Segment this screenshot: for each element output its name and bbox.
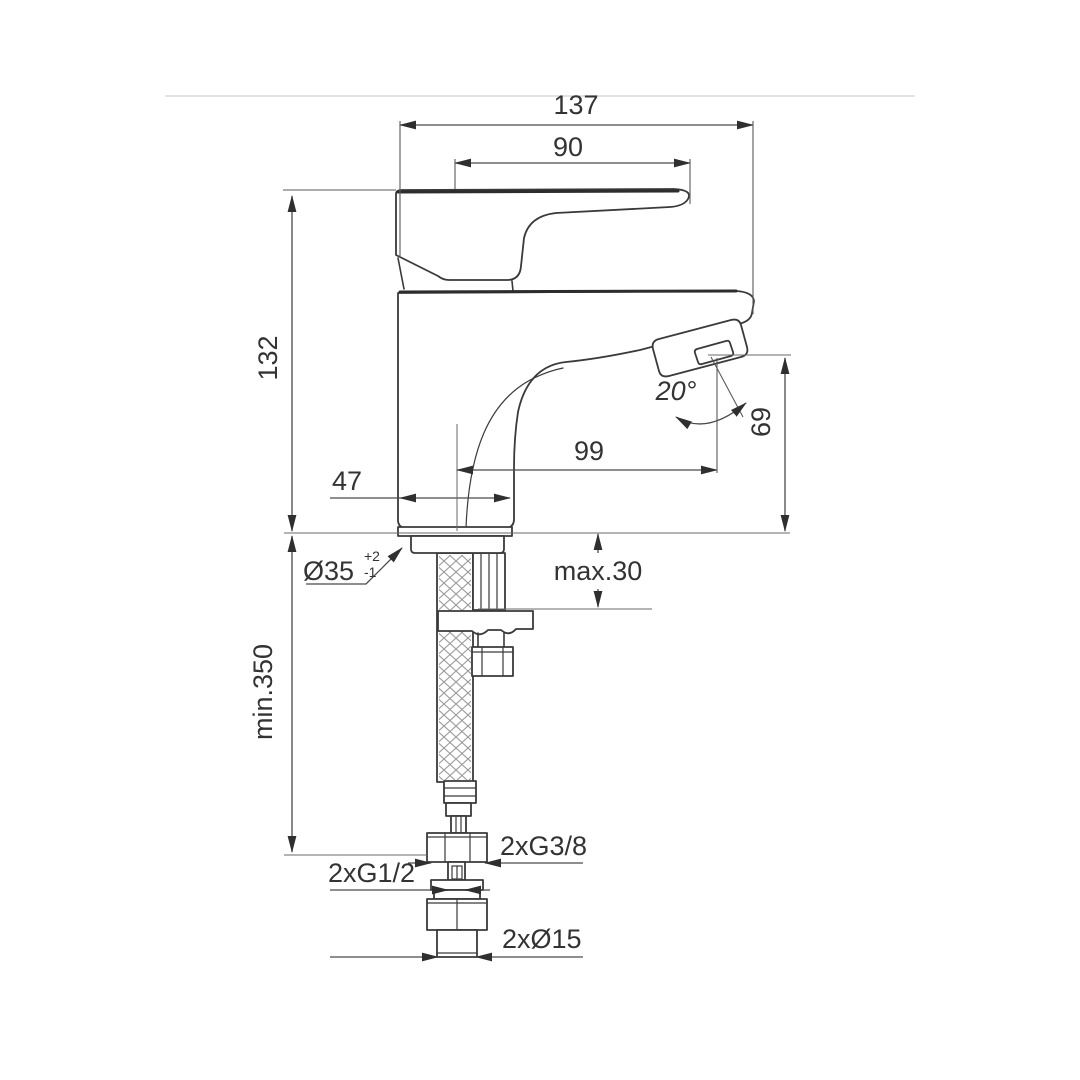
dim-hose-min-label: min.350 <box>248 644 278 740</box>
dim-body-height-label: 132 <box>253 335 283 380</box>
dim-base-depth-label: 47 <box>332 466 362 496</box>
callout-thread-g38: 2xG3/8 <box>408 831 587 868</box>
handle-base-edge <box>397 257 405 290</box>
hose-nipple <box>450 815 467 834</box>
hose-ferrule <box>443 780 477 804</box>
dimension-outlet-height: 69 <box>708 354 791 532</box>
dim-spout-reach-label: 99 <box>574 436 604 466</box>
aerator-outlet <box>693 339 735 366</box>
callout-pipe-diameter-label: 2xØ15 <box>502 924 582 954</box>
dimension-spout-angle: 20° <box>655 356 747 430</box>
dim-spout-angle-label: 20° <box>655 376 697 406</box>
flexible-supply-hose <box>436 552 474 783</box>
compression-nut <box>426 898 488 931</box>
horseshoe-washer <box>437 610 534 636</box>
dimension-body-height: 132 <box>253 189 396 532</box>
handle-step <box>511 280 514 292</box>
dimension-deck-thickness: max.30 <box>478 533 652 610</box>
callout-hole-tol-minus: -1 <box>364 564 377 580</box>
callout-hole-tol-plus: +2 <box>364 548 380 564</box>
body-top-edge <box>398 289 738 294</box>
dim-deck-thickness-label: max.30 <box>554 556 643 586</box>
callout-pipe-diameter: 2xØ15 <box>330 924 583 962</box>
aerator <box>651 318 749 378</box>
hose-end-fittings <box>426 780 488 958</box>
faucet-body <box>397 289 755 529</box>
dim-outlet-height-label: 69 <box>746 407 776 437</box>
pipe-end <box>436 929 478 958</box>
dimension-overall-width: 137 <box>399 90 754 314</box>
callout-thread-g12-label: 2xG1/2 <box>328 858 415 888</box>
dim-overall-width-label: 137 <box>553 90 598 120</box>
mounting-nut <box>471 646 514 677</box>
callout-thread-g12: 2xG1/2 <box>328 858 490 895</box>
g38-hex-nut <box>426 832 488 863</box>
lever-handle <box>395 188 690 292</box>
braid-texture <box>439 555 471 780</box>
dimension-base-depth: 47 <box>330 466 511 503</box>
callout-thread-g38-label: 2xG3/8 <box>500 831 587 861</box>
dimension-hose-min-length: min.350 <box>248 535 427 856</box>
hose-nipple-collar <box>445 802 472 817</box>
callout-hole-diameter: Ø35 +2 -1 <box>303 547 403 586</box>
threaded-shank <box>472 552 506 611</box>
base <box>397 526 513 554</box>
faucet-outline <box>395 188 755 958</box>
dimension-handle-length: 90 <box>454 132 691 204</box>
base-flange <box>410 535 505 554</box>
dim-handle-length-label: 90 <box>553 132 583 162</box>
callout-hole-diameter-label: Ø35 <box>303 556 354 586</box>
g12-neck <box>447 861 466 881</box>
spout-inner-curve <box>465 367 564 529</box>
base-rim <box>397 526 513 537</box>
mounting-hardware <box>437 610 534 677</box>
